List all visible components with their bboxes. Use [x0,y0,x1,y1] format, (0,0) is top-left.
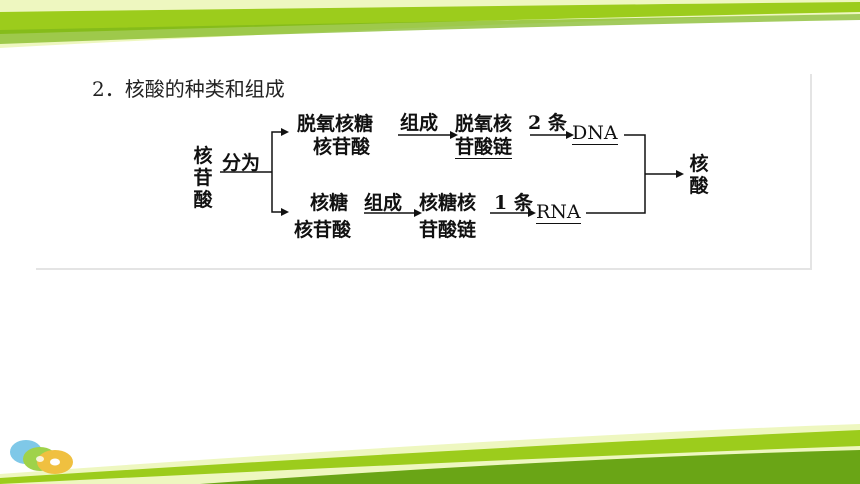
bottom-band-dark [200,450,860,484]
rna-form-label: 组成 [364,192,403,214]
split-bottom-arrowhead [281,208,289,216]
diagram-connectors [220,131,676,214]
top-band-dark [0,14,860,44]
section-heading: 2．核酸的种类和组成 [92,79,285,99]
split-bracket [271,131,281,213]
source-nucleotide-label: 核苷酸 [193,145,213,211]
split-top-arrowhead [281,128,289,136]
rna-form-arrowhead [414,209,422,217]
dna-count-label: 2 条 [528,112,567,134]
disc-logo-icon [10,440,73,474]
rna-chain-line2: 苷酸链 [419,219,477,241]
dna-product-label: DNA [572,122,618,145]
rna-count-label: 1 条 [494,192,533,214]
rna-count-arrowhead [528,209,536,217]
section-title: 核酸的种类和组成 [124,77,285,101]
dna-count-arrowhead [566,131,574,139]
rna-chain-line1: 核糖核 [419,192,477,214]
dna-form-label: 组成 [400,112,439,134]
rna-unit-line2: 核苷酸 [294,219,352,241]
dna-chain-line1: 脱氧核 [455,113,513,135]
dna-unit-line2: 核苷酸 [313,136,371,158]
dna-chain-line2: 苷酸链 [455,136,513,159]
result-arrowhead [676,170,684,178]
dna-unit-line1: 脱氧核糖 [297,113,374,135]
section-number: 2． [92,77,125,101]
arrowheads [281,128,684,217]
merge-bracket [586,134,646,214]
split-label: 分为 [222,152,261,174]
rna-unit-line1: 核糖 [310,192,349,214]
result-nucleic-acid-label: 核酸 [689,153,709,197]
rna-product-label: RNA [536,201,581,224]
dna-form-arrowhead [450,131,458,139]
bottom-band-green [0,430,860,484]
